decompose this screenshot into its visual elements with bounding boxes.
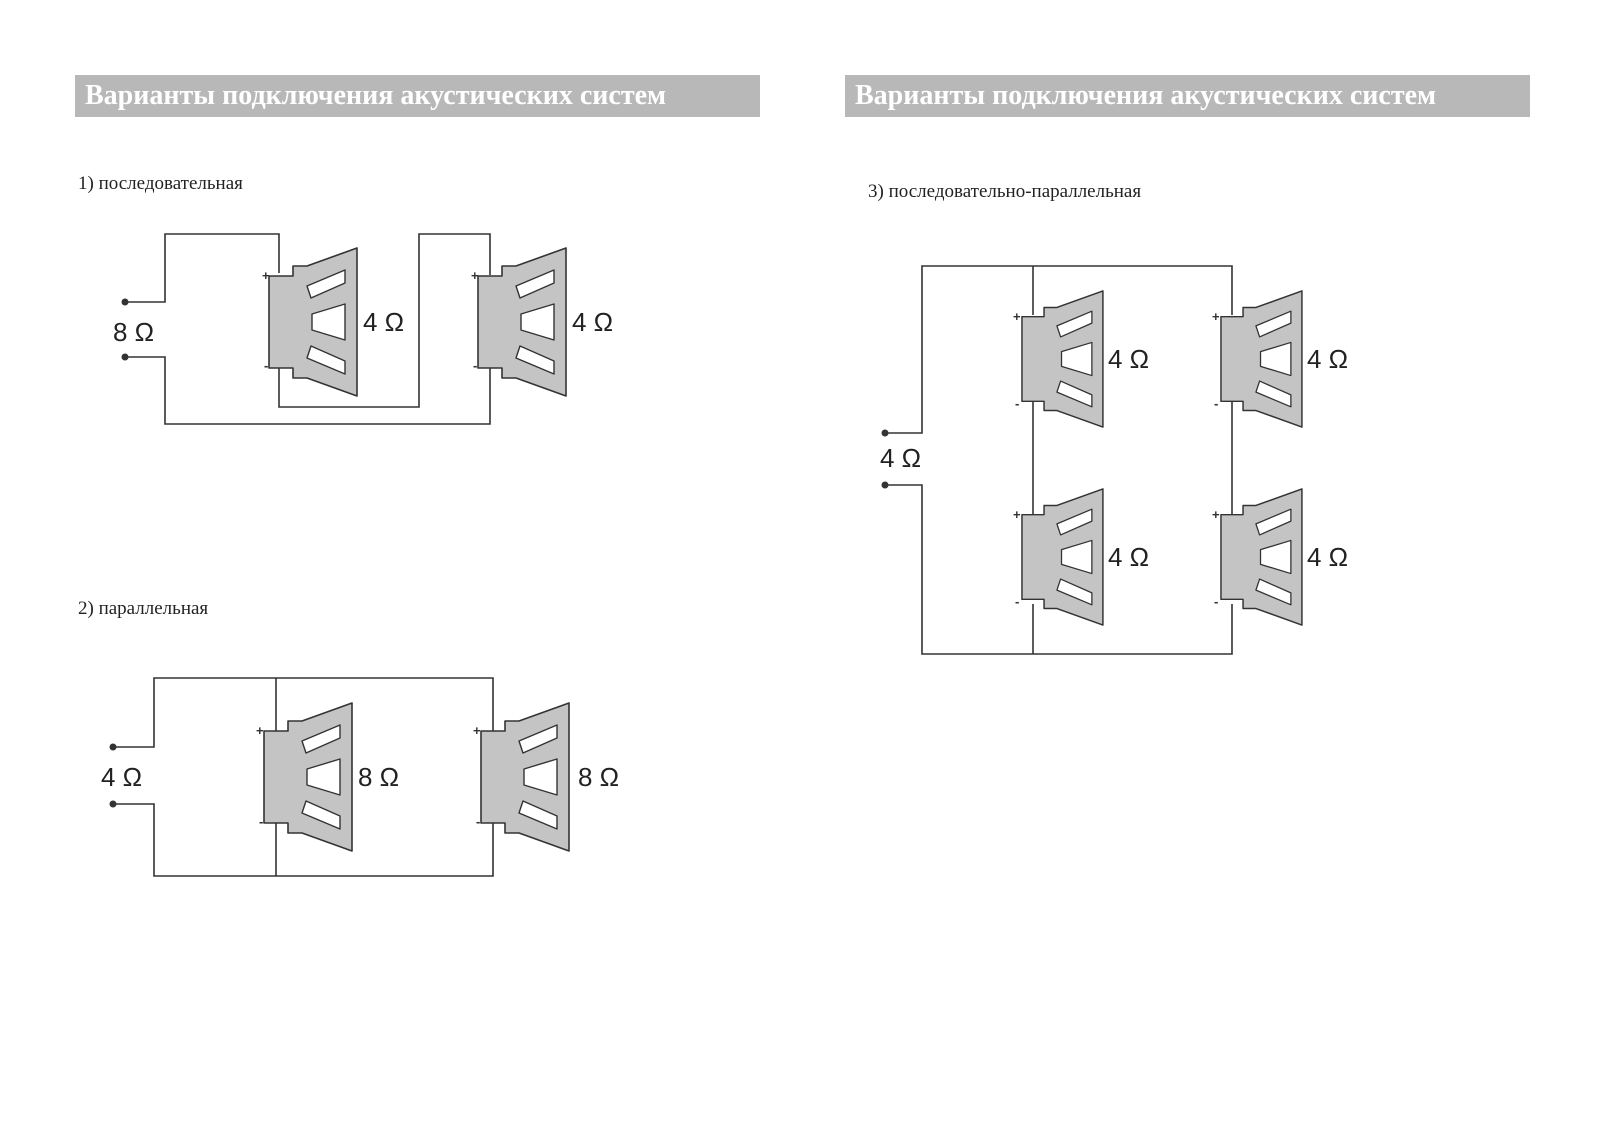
- minus-sign: -: [259, 814, 263, 829]
- terminal-dot: [881, 429, 889, 437]
- minus-sign: -: [1015, 594, 1019, 609]
- series-caption: 1) последовательная: [78, 173, 243, 194]
- terminal-dot: [109, 743, 117, 751]
- parallel-total-ohm: 4 Ω: [101, 762, 142, 792]
- minus-sign: -: [1214, 594, 1218, 609]
- speaker-ohm-label: 4 Ω: [572, 307, 613, 337]
- series-parallel-caption: 3) последовательно-параллельная: [868, 181, 1142, 202]
- speaker-icon: [268, 247, 358, 397]
- plus-sign: +: [262, 268, 270, 283]
- terminal-dot: [881, 481, 889, 489]
- minus-sign: -: [1015, 396, 1019, 411]
- minus-sign: -: [473, 358, 477, 373]
- terminal-dot: [121, 353, 129, 361]
- left-page-header: Варианты подключения акустических систем: [75, 75, 760, 117]
- speaker-ohm-label: 4 Ω: [1307, 542, 1348, 572]
- terminal-dot: [109, 800, 117, 808]
- plus-sign: +: [256, 723, 264, 738]
- parallel-wires: [113, 677, 494, 877]
- speaker-ohm-label: 4 Ω: [1108, 344, 1149, 374]
- parallel-caption: 2) параллельная: [78, 598, 209, 619]
- speaker-icon: [1021, 488, 1104, 626]
- plus-sign: +: [471, 268, 479, 283]
- series-diagram: 8 Ω + - 4 Ω + - 4 Ω: [113, 233, 613, 425]
- series-parallel-diagram: 4 Ω + - 4 Ω + - 4 Ω + - 4 Ω + - 4 Ω: [880, 265, 1348, 655]
- speaker-ohm-label: 8 Ω: [358, 762, 399, 792]
- plus-sign: +: [1013, 309, 1021, 324]
- speaker-icon: [477, 247, 567, 397]
- speaker-icon: [1220, 488, 1303, 626]
- terminal-dot: [121, 298, 129, 306]
- series-parallel-total-ohm: 4 Ω: [880, 443, 921, 473]
- minus-sign: -: [1214, 396, 1218, 411]
- minus-sign: -: [264, 358, 268, 373]
- speaker-ohm-label: 4 Ω: [1108, 542, 1149, 572]
- speaker-ohm-label: 4 Ω: [1307, 344, 1348, 374]
- speaker-icon: [1220, 290, 1303, 428]
- plus-sign: +: [1212, 507, 1220, 522]
- plus-sign: +: [1212, 309, 1220, 324]
- parallel-diagram: 4 Ω + - 8 Ω + - 8 Ω: [101, 677, 619, 877]
- plus-sign: +: [1013, 507, 1021, 522]
- speaker-ohm-label: 8 Ω: [578, 762, 619, 792]
- right-page-header: Варианты подключения акустических систем: [845, 75, 1530, 117]
- speaker-icon: [1021, 290, 1104, 428]
- speaker-icon: [263, 702, 353, 852]
- speaker-ohm-label: 4 Ω: [363, 307, 404, 337]
- plus-sign: +: [473, 723, 481, 738]
- series-wires: [125, 233, 491, 425]
- minus-sign: -: [476, 814, 480, 829]
- series-total-ohm: 8 Ω: [113, 317, 154, 347]
- speaker-icon: [480, 702, 570, 852]
- series-parallel-wires: [885, 265, 1233, 655]
